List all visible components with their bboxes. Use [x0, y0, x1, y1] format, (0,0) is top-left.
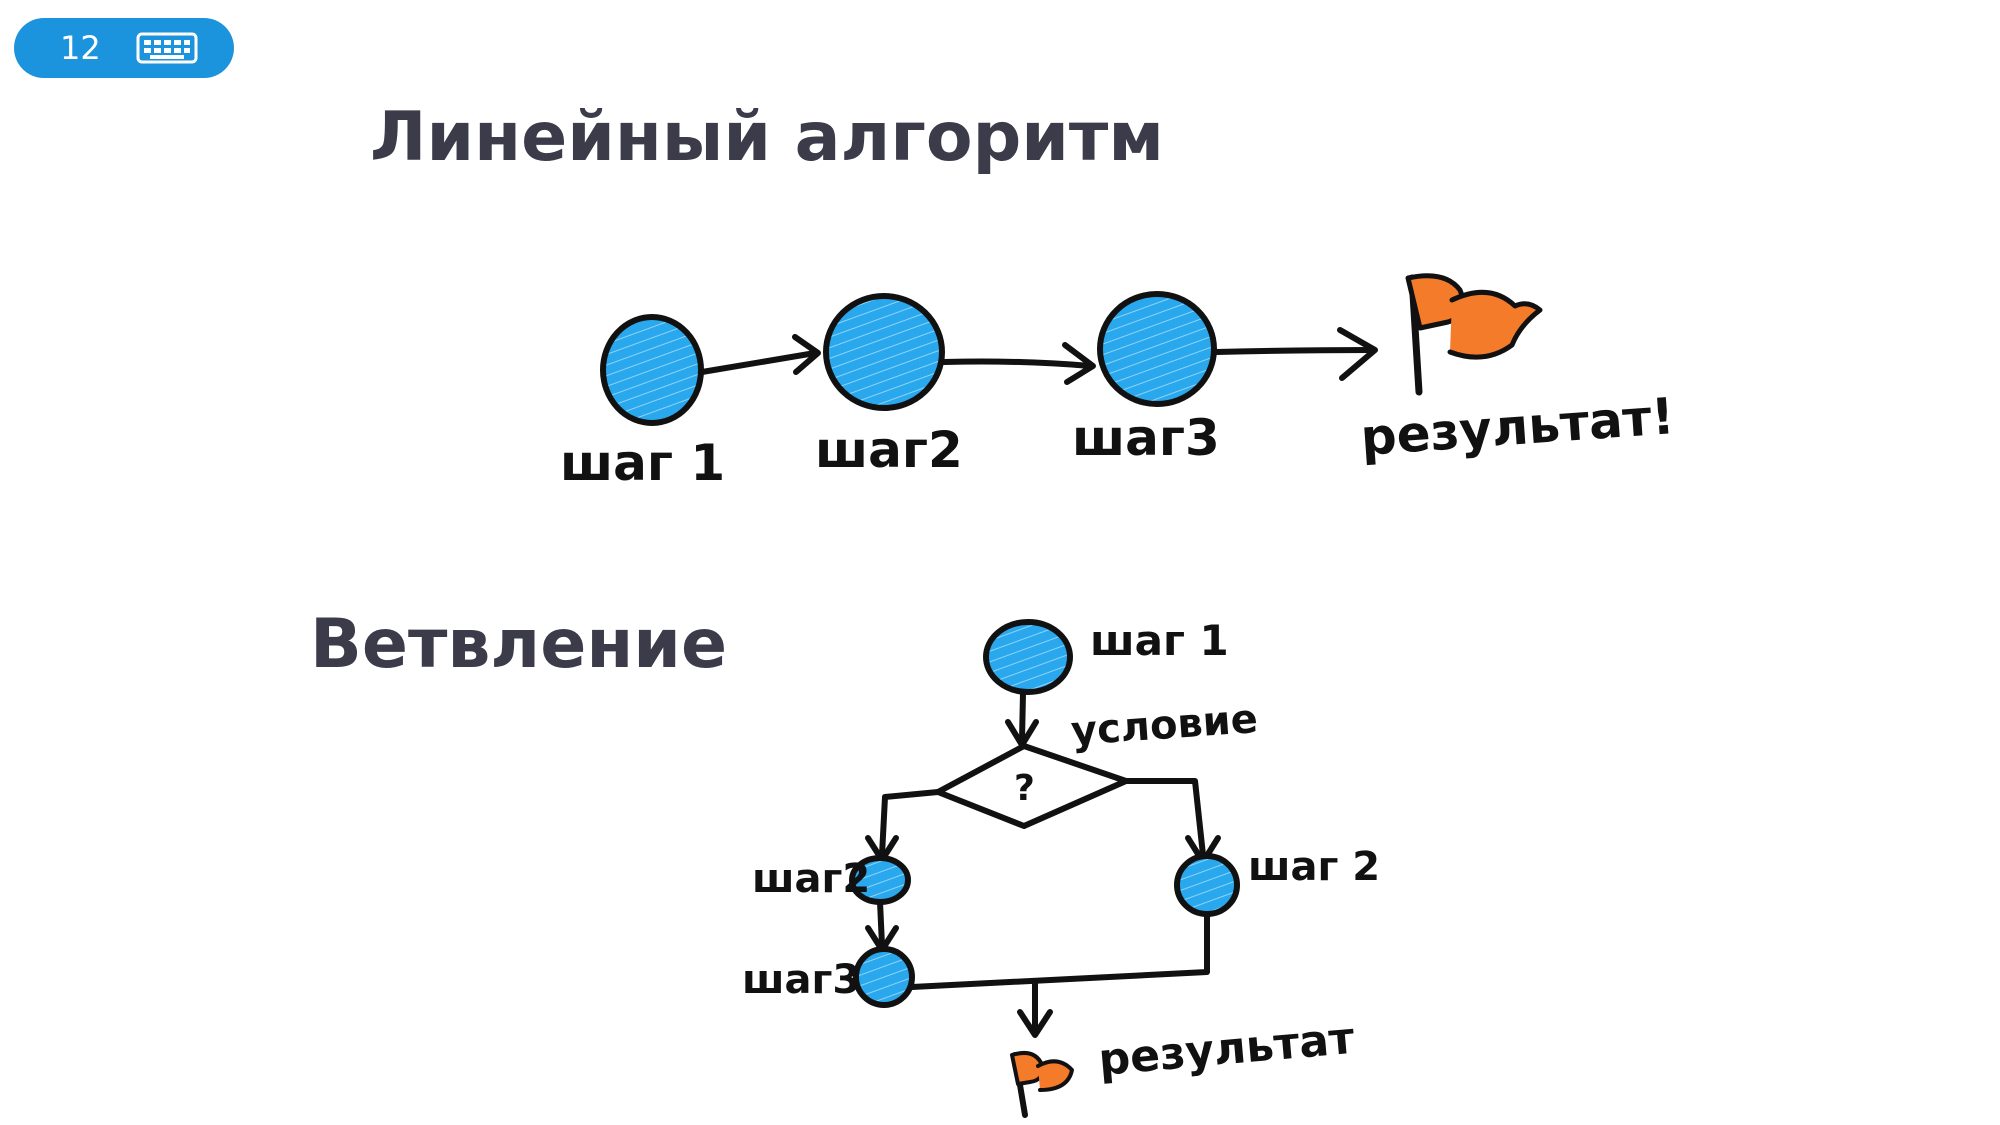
- branch-result-label: результат: [1097, 1013, 1357, 1086]
- branch-left-step2-label: шаг2: [752, 856, 870, 902]
- slide-number: 12: [60, 29, 101, 67]
- linear-arrow-3: [1213, 347, 1375, 355]
- linear-arrow-2: [941, 358, 1093, 369]
- linear-step-2-label: шаг2: [815, 421, 963, 479]
- branch-merge-line: [909, 912, 1210, 990]
- linear-step-1-label: шаг 1: [560, 434, 725, 492]
- linear-node-2: [823, 293, 945, 411]
- branch-start-node: [983, 619, 1073, 695]
- branch-left-step3-node: [853, 946, 915, 1008]
- decision-mark: ?: [1014, 768, 1035, 809]
- linear-node-3: [1097, 291, 1217, 407]
- title-linear-algorithm: Линейный алгоритм: [370, 98, 1164, 177]
- linear-arrow-1: [699, 350, 818, 375]
- branch-right-step2-label: шаг 2: [1248, 844, 1380, 890]
- branch-left-arrow: [877, 899, 885, 948]
- result-flag-icon: [1405, 273, 1543, 396]
- linear-labels: шаг 1 шаг2 шаг3 результат!: [560, 387, 1676, 492]
- title-branching: Ветвление: [310, 605, 728, 684]
- keyboard-icon[interactable]: [136, 31, 198, 65]
- condition-label: условие: [1069, 696, 1259, 755]
- slide-badge[interactable]: 12: [14, 18, 234, 78]
- branch-diagram: [849, 619, 1240, 1118]
- branch-right-step2-node: [1174, 853, 1240, 917]
- branch-right-line: [1123, 778, 1206, 858]
- linear-node-1: [600, 314, 704, 426]
- branch-labels: шаг 1 условие ? шаг2 шаг3 шаг 2 результа…: [742, 616, 1380, 1086]
- branch-left-step3-label: шаг3: [742, 957, 860, 1003]
- branch-start-label: шаг 1: [1090, 616, 1229, 665]
- linear-result-label: результат!: [1359, 387, 1676, 467]
- branch-left-line: [879, 789, 941, 858]
- branch-arrow-start: [1019, 690, 1026, 743]
- branch-result-flag-icon: [1010, 1051, 1074, 1118]
- linear-step-3-label: шаг3: [1072, 409, 1220, 467]
- linear-diagram: [600, 273, 1543, 426]
